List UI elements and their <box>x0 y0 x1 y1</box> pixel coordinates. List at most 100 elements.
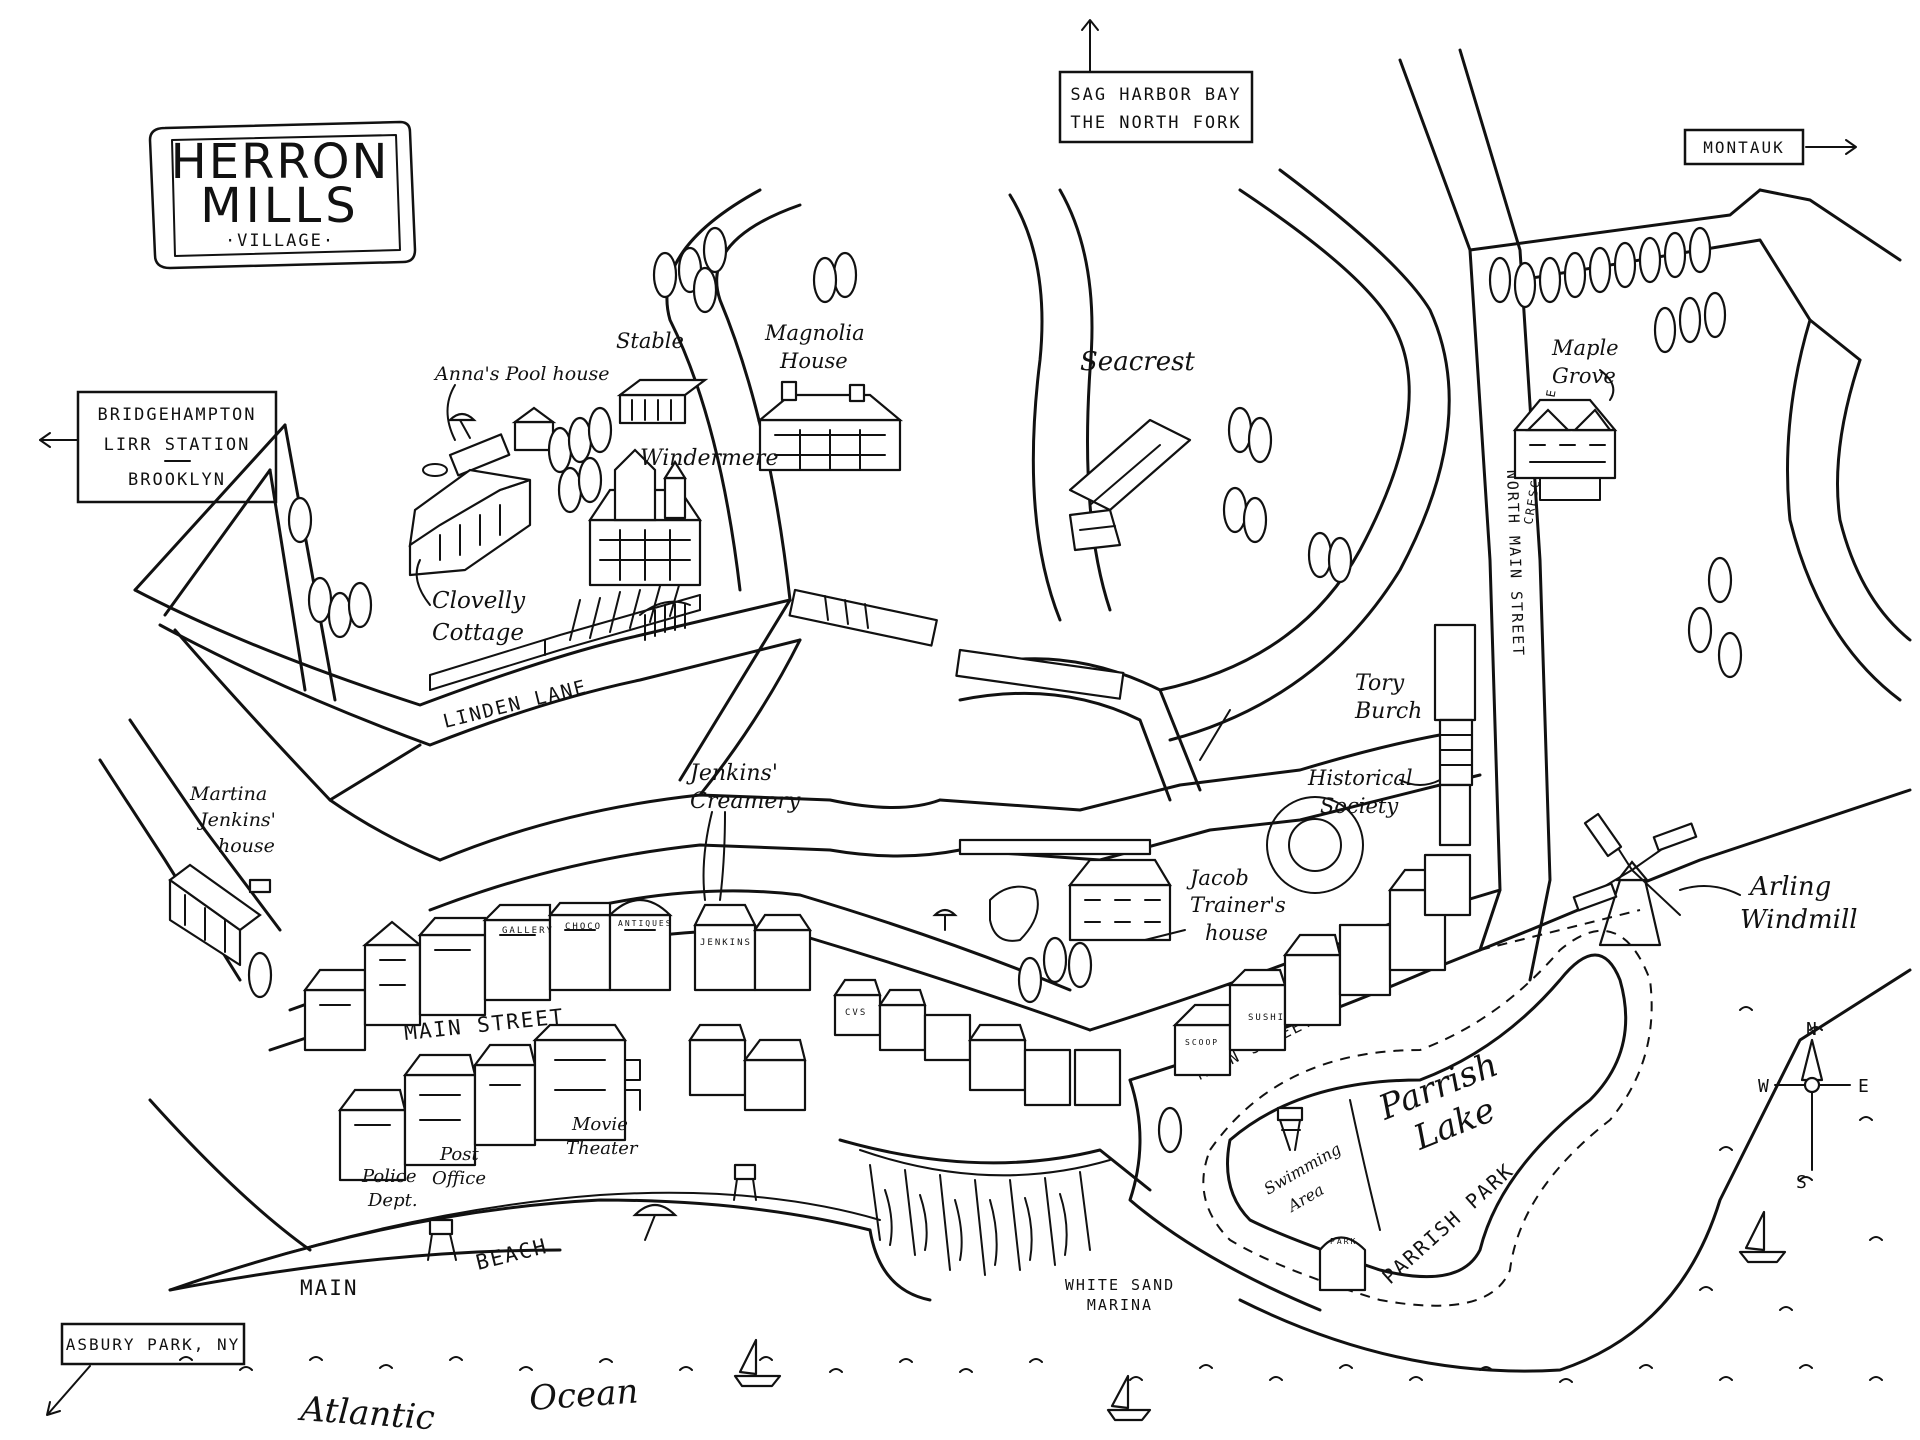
svg-text:GALLERY: GALLERY <box>502 926 554 936</box>
maple-grove <box>1512 398 1618 501</box>
tree-icon <box>1067 941 1093 989</box>
parrish-park <box>1202 909 1653 1307</box>
tree-icon <box>1613 241 1637 289</box>
label-jacob-2: Trainer's <box>1190 893 1286 917</box>
svg-text:PARK: PARK <box>1330 1237 1357 1246</box>
label-tory-1: Tory <box>1355 671 1405 696</box>
label-north-main-street: NORTH MAIN STREET <box>1503 470 1528 658</box>
windermere-gate <box>639 600 691 641</box>
svg-text:BROOKLYN: BROOKLYN <box>128 470 226 490</box>
svg-text:THE NORTH FORK: THE NORTH FORK <box>1070 113 1241 133</box>
label-maple-1: Maple <box>1551 336 1619 360</box>
tree-icon <box>247 951 273 999</box>
label-magnolia-line2: House <box>779 349 848 373</box>
label-windmill-2: Windmill <box>1740 905 1858 935</box>
label-police-1: Police <box>361 1166 416 1187</box>
svg-text:SAG HARBOR BAY: SAG HARBOR BAY <box>1070 85 1241 105</box>
title-line-2: MILLS <box>200 178 360 234</box>
label-annas-pool-house: Anna's Pool house <box>433 363 609 385</box>
label-beach-1: MAIN <box>300 1276 359 1300</box>
tree-icon <box>547 426 573 474</box>
map-title: HERRON MILLS ·VILLAGE· <box>148 120 417 270</box>
sailboat-icon <box>1106 1374 1152 1422</box>
tree-icon <box>1717 631 1743 679</box>
sailboat-icon <box>733 1338 782 1388</box>
lifeguard-tower-icon <box>427 1218 457 1261</box>
sign-north: SAG HARBOR BAY THE NORTH FORK <box>1058 19 1254 144</box>
svg-text:LIRR STATION: LIRR STATION <box>104 435 251 455</box>
label-movie-2: Theater <box>566 1138 639 1159</box>
label-jacob-1: Jacob <box>1186 866 1249 890</box>
tree-icon <box>1488 256 1512 304</box>
tree-icon <box>1227 406 1253 454</box>
arrow-right-icon <box>1845 139 1857 155</box>
place-labels: Anna's Pool house Stable Magnolia House … <box>189 321 1858 1438</box>
label-marina-2: MARINA <box>1087 1296 1153 1314</box>
tree-icon <box>1042 936 1068 984</box>
label-windmill-1: Arling <box>1748 872 1831 902</box>
label-post-1: Post <box>439 1144 479 1165</box>
label-post-2: Office <box>432 1168 486 1189</box>
tree-icon <box>1247 416 1273 464</box>
shops-north-west: GALLERY CHOCO ANTIQUES JENKINS <box>302 899 813 1052</box>
tree-icon <box>1307 531 1333 579</box>
label-martina-3: house <box>218 835 275 857</box>
tree-icon <box>587 406 613 454</box>
windermere <box>587 448 703 587</box>
arrow-down-left-icon <box>46 1401 61 1416</box>
label-creamery-1: Jenkins' <box>686 761 778 786</box>
svg-text:JENKINS: JENKINS <box>700 938 752 948</box>
ocean-waves <box>179 1006 1883 1383</box>
tree-icon <box>1017 956 1043 1004</box>
shops-central-south: CVS <box>832 978 1122 1107</box>
label-martina-1: Martina <box>189 783 267 805</box>
swim-rope <box>1349 1099 1381 1231</box>
annas-pool-house <box>422 406 557 477</box>
svg-text:MONTAUK: MONTAUK <box>1703 138 1784 157</box>
linden-fence <box>429 581 701 691</box>
label-movie-1: Movie <box>571 1114 628 1135</box>
label-magnolia-line1: Magnolia <box>764 321 865 345</box>
label-tory-2: Burch <box>1354 699 1422 724</box>
tree-icon <box>832 251 858 299</box>
shops-south-middle <box>687 1023 807 1112</box>
label-stable: Stable <box>616 329 684 353</box>
white-sand-marina <box>859 1149 1111 1276</box>
trees <box>247 226 1743 1154</box>
seacrest-fence <box>955 648 1152 856</box>
label-linden-lane: LINDEN LANE <box>441 676 590 733</box>
label-clovelly-2: Cottage <box>432 620 524 646</box>
tree-icon <box>1707 556 1733 604</box>
tory-burch <box>1433 623 1477 847</box>
beach-umbrella-icon <box>632 1203 678 1241</box>
shops-south-west <box>337 1023 641 1182</box>
label-jacob-3: house <box>1205 921 1268 945</box>
lifeguard-tower-icon <box>733 1163 757 1201</box>
tree-icon <box>1687 606 1713 654</box>
sailboat-icon <box>1738 1210 1787 1264</box>
svg-text:SCOOP: SCOOP <box>1185 1038 1219 1047</box>
clovelly-cottage <box>408 468 532 577</box>
sign-east: MONTAUK <box>1683 128 1857 166</box>
compass-w: W <box>1758 1076 1771 1097</box>
jacob-pool <box>932 885 1039 942</box>
svg-text:CVS: CVS <box>845 1008 867 1018</box>
label-leaders <box>415 369 1741 941</box>
tree-icon <box>577 456 603 504</box>
tree-icon <box>1653 306 1677 354</box>
tree-icon <box>1663 231 1687 279</box>
svg-text:CHOCO: CHOCO <box>565 922 602 932</box>
label-police-2: Dept. <box>367 1190 418 1211</box>
tree-icon <box>1327 536 1353 584</box>
svg-text:ASBURY PARK, NY: ASBURY PARK, NY <box>66 1335 241 1354</box>
shops-east-main: SUSHI SCOOP <box>1172 853 1472 1077</box>
label-parrish-park: PARRISH PARK <box>1377 1158 1518 1289</box>
tree-icon <box>567 416 593 464</box>
label-seacrest: Seacrest <box>1080 347 1195 377</box>
arling-windmill <box>1572 812 1698 947</box>
lifeguard-tower-icon <box>1276 1106 1304 1151</box>
tree-icon <box>1157 1106 1183 1154</box>
compass-s: S <box>1796 1172 1809 1193</box>
title-line-1: HERRON <box>171 134 390 190</box>
main-beach <box>169 1163 881 1291</box>
